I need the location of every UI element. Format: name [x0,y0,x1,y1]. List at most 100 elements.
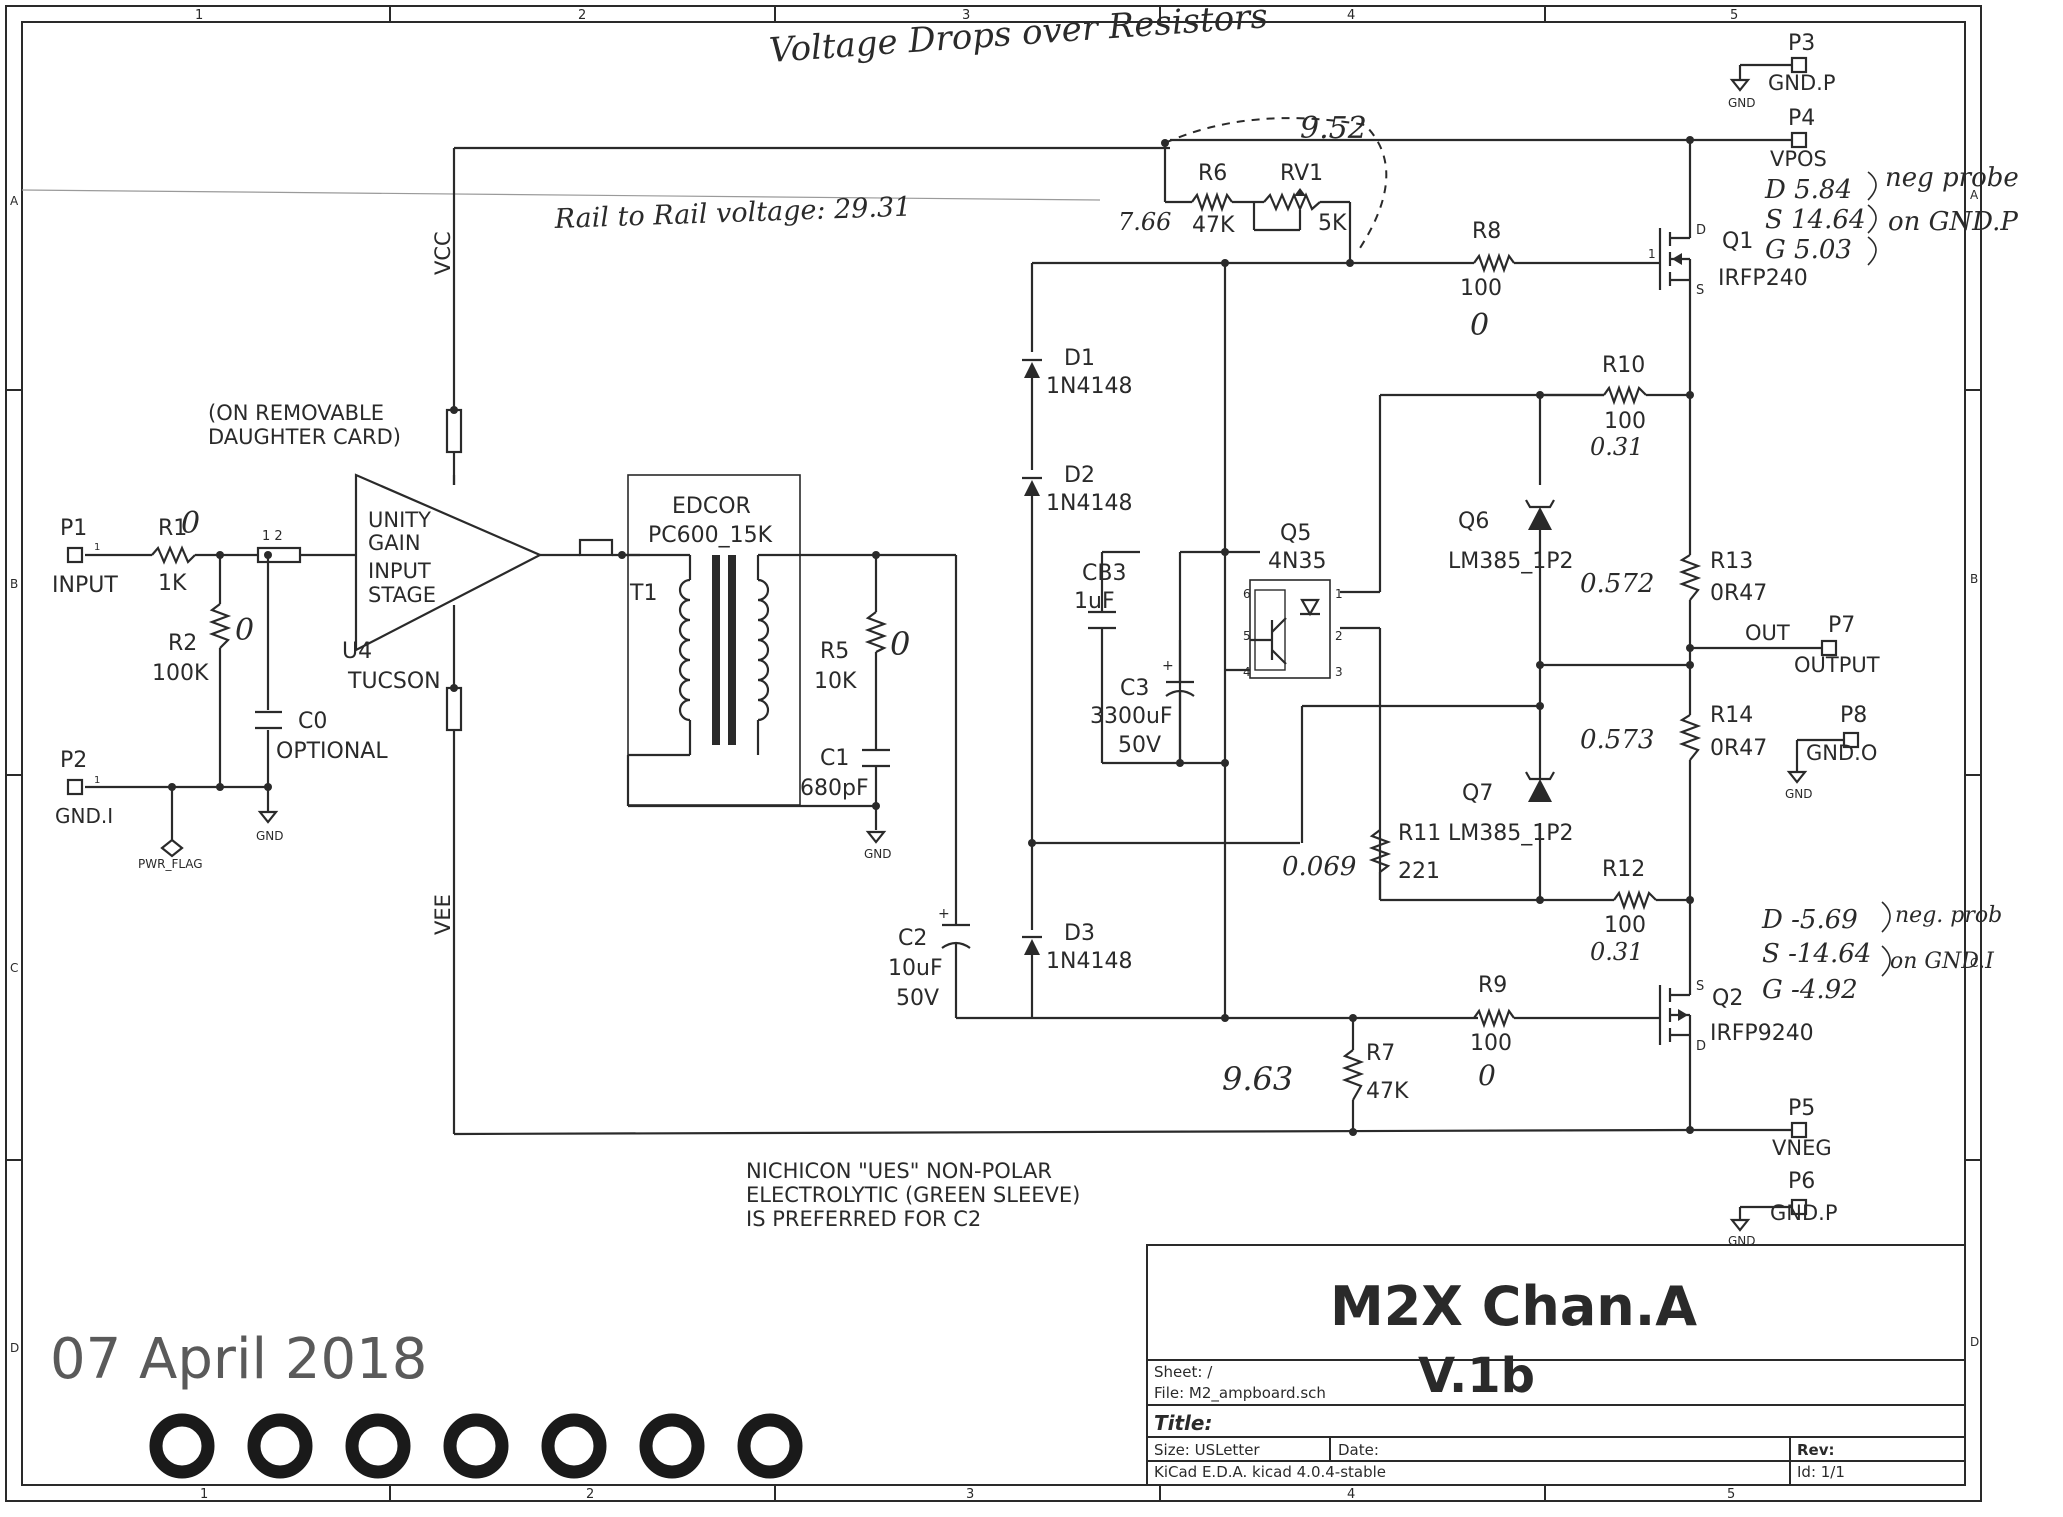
d2-diode: D2 1N4148 [1022,463,1132,516]
q2-note-d: D -5.69 [1761,905,1858,935]
r10-value: 100 [1604,409,1646,434]
r14-resistor: R14 0R47 0.573 [1580,703,1767,761]
t1-ref: T1 [629,581,657,606]
svg-text:4: 4 [1243,665,1251,679]
border-col-4-bottom: 4 [1347,1487,1355,1502]
c0-capacitor: C0 OPTIONAL [255,709,388,764]
p6-connector: P6 GND.P GND [1728,1169,1838,1248]
q7-reference: Q7 LM385_1P2 [1448,771,1574,846]
d3-diode: D3 1N4148 [1022,921,1132,974]
r9-resistor: R9 100 0 [1470,973,1515,1092]
svg-text:5: 5 [1243,629,1251,643]
p8-ref: P8 [1840,703,1867,728]
border-col-5-bottom: 5 [1727,1487,1735,1502]
border-col-1-bottom: 1 [200,1487,208,1502]
tb-rev: Rev: [1797,1441,1835,1459]
u4-body-2: GAIN [368,531,421,555]
tb-file: File: M2_ampboard.sch [1154,1384,1326,1403]
border-row-a: A [10,194,19,208]
pwr-flag-label: PWR_FLAG [138,857,203,871]
r5-resistor: R5 10K 0 [814,611,910,694]
r11-resistor: R11 221 0.069 [1282,821,1441,900]
svg-text:S: S [1696,283,1704,298]
r2-note: 0 [235,613,254,648]
p7-name: OUTPUT [1794,653,1880,677]
r1-value: 1K [158,571,187,596]
q2-note-s: S -14.64 [1762,939,1871,969]
q2-side-2: on GND.I [1890,949,1995,974]
q7-value: LM385_1P2 [1448,821,1574,846]
r14-value: 0R47 [1710,736,1767,761]
r12-value: 100 [1604,913,1646,938]
d2-value: 1N4148 [1046,491,1132,516]
p6-name: GND.P [1770,1201,1838,1225]
rv1-note: 9.52 [1300,111,1367,146]
c2-note: NICHICON "UES" NON-POLAR ELECTROLYTIC (G… [746,1159,1080,1231]
r10-note: 0.31 [1590,433,1643,461]
r8-ref: R8 [1472,219,1501,244]
q5-ref: Q5 [1280,521,1311,546]
svg-text:1 2: 1 2 [262,529,283,544]
p2-pin: 1 [94,775,100,786]
r8-note: 0 [1470,308,1489,343]
r8-value: 100 [1460,276,1502,301]
r5-value: 10K [814,669,857,694]
q2-probe-notes: D -5.69 S -14.64 G -4.92 neg. prob on GN… [1761,901,2002,1005]
mounting-holes [149,1413,803,1479]
title-block: M2X Chan.A V.1b Sheet: / File: M2_ampboa… [1146,1244,1966,1486]
r6-note: 7.66 [1118,208,1171,236]
q1-value: IRFP240 [1718,266,1808,291]
q2-mosfet: Q2 IRFP9240 S D [1658,963,1814,1054]
border-col-4: 4 [1347,8,1355,23]
notes-title: Voltage Drops over Resistors [768,0,1269,71]
u4-body-3: INPUT [368,559,431,583]
q5-value: 4N35 [1268,549,1326,574]
p2-name: GND.I [55,804,113,828]
p2-connector: P2 GND.I 1 [55,748,113,828]
r1-note: 0 [181,506,200,541]
svg-text:1: 1 [1648,247,1656,261]
svg-text:2: 2 [1335,629,1343,643]
rv1-value: 5K [1318,211,1347,236]
r7-value: 47K [1366,1079,1409,1104]
p1-connector: P1 INPUT 1 [52,516,118,598]
c2-note-2: ELECTROLYTIC (GREEN SLEEVE) [746,1183,1080,1207]
r13-value: 0R47 [1710,581,1767,606]
border-col-2: 2 [578,8,586,23]
tb-title-label: Title: [1154,1411,1212,1435]
p4-connector: P4 VPOS [1770,106,1827,171]
r12-resistor: R12 100 0.31 [1590,857,1657,966]
p8-name: GND.O [1806,741,1877,765]
d1-ref: D1 [1064,346,1095,371]
u4-body-1: UNITY [368,508,431,532]
cb3-value: 1uF [1074,589,1115,614]
q1-note-d: D 5.84 [1764,175,1852,205]
tb-size: Size: USLetter [1154,1441,1260,1459]
u4-note-2: DAUGHTER CARD) [208,425,401,449]
u4-body-4: STAGE [368,583,436,607]
border-col-5: 5 [1730,8,1738,23]
cb3-capacitor: CB3 1uF [1074,561,1126,635]
r5-ref: R5 [820,639,849,664]
q6-reference: Q6 LM385_1P2 [1448,499,1574,574]
svg-text:D: D [1696,223,1706,238]
svg-text:+: + [938,906,950,922]
c2-ref: C2 [898,926,927,951]
c3-ref: C3 [1120,676,1149,701]
border-row-d: D [10,1341,19,1355]
r9-note: 0 [1478,1059,1496,1092]
q1-note-g: G 5.03 [1765,235,1852,265]
r7-resistor: R7 47K 9.63 [1222,1041,1409,1104]
r14-ref: R14 [1710,703,1753,728]
gnd-label-1: GND [256,829,284,843]
out-label: OUT [1745,621,1790,645]
p3-name: GND.P [1768,71,1836,95]
gnd-label-p3: GND [1728,96,1756,110]
c1-value: 680pF [800,776,869,801]
d1-diode: D1 1N4148 [1022,346,1132,399]
p4-ref: P4 [1788,106,1815,131]
r2-ref: R2 [168,631,197,656]
r6-ref: R6 [1198,161,1227,186]
u4-value: TUCSON [347,669,441,694]
date-stamp: 07 April 2018 [50,1327,427,1392]
